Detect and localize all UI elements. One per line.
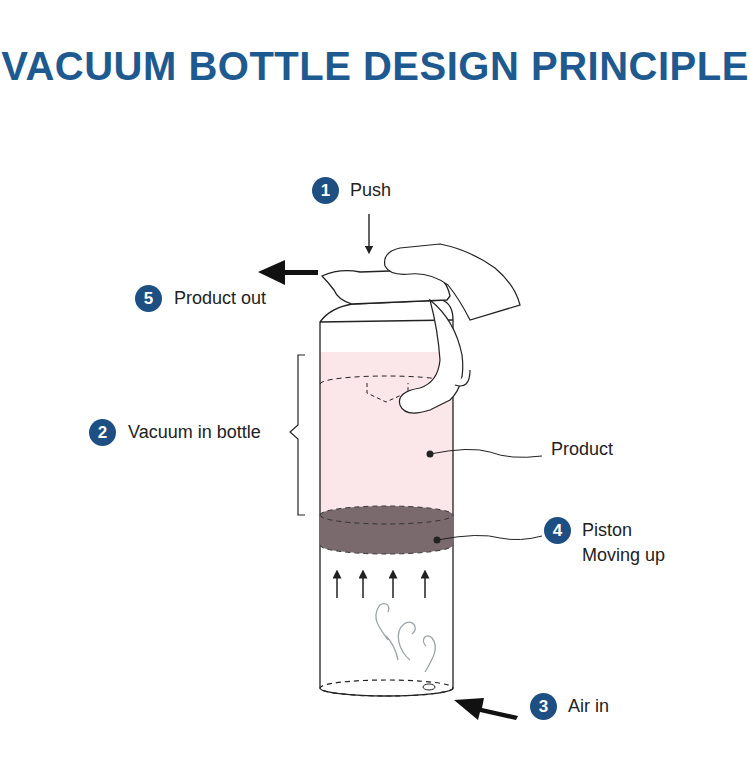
- callout-label: Vacuum in bottle: [128, 420, 261, 445]
- callout-label: Product: [551, 437, 613, 462]
- bottle-base: [320, 680, 453, 696]
- leader-line: [430, 449, 542, 457]
- callout-label: Piston Moving up: [582, 518, 687, 568]
- callout-label: Air in: [568, 694, 609, 719]
- product-out-arrow: [258, 260, 318, 285]
- callout-label: Product out: [174, 286, 266, 311]
- air-swirls: [376, 604, 435, 672]
- callout-circle: 2: [89, 419, 116, 446]
- air-in-arrow: [454, 698, 518, 720]
- callout-number: 5: [144, 289, 153, 309]
- callout-number: 3: [539, 697, 548, 717]
- leader-line: [437, 535, 542, 540]
- callout-circle: 1: [312, 177, 339, 204]
- callout-number: 2: [98, 423, 107, 443]
- callout-number: 4: [553, 521, 562, 541]
- piston: [320, 506, 453, 554]
- callout-number: 1: [321, 181, 330, 201]
- air-hole: [423, 684, 435, 690]
- vacuum-bracket: [290, 355, 305, 515]
- push-arrow: [368, 214, 369, 250]
- callout-circle: 3: [530, 693, 557, 720]
- product-fill: [320, 352, 453, 522]
- diagram-title: VACUUM BOTTLE DESIGN PRINCIPLE: [0, 44, 750, 89]
- callout-circle: 4: [544, 517, 571, 544]
- callout-circle: 5: [135, 285, 162, 312]
- up-arrows: [337, 574, 425, 598]
- callout-label: Push: [350, 178, 391, 203]
- hand: [385, 244, 520, 413]
